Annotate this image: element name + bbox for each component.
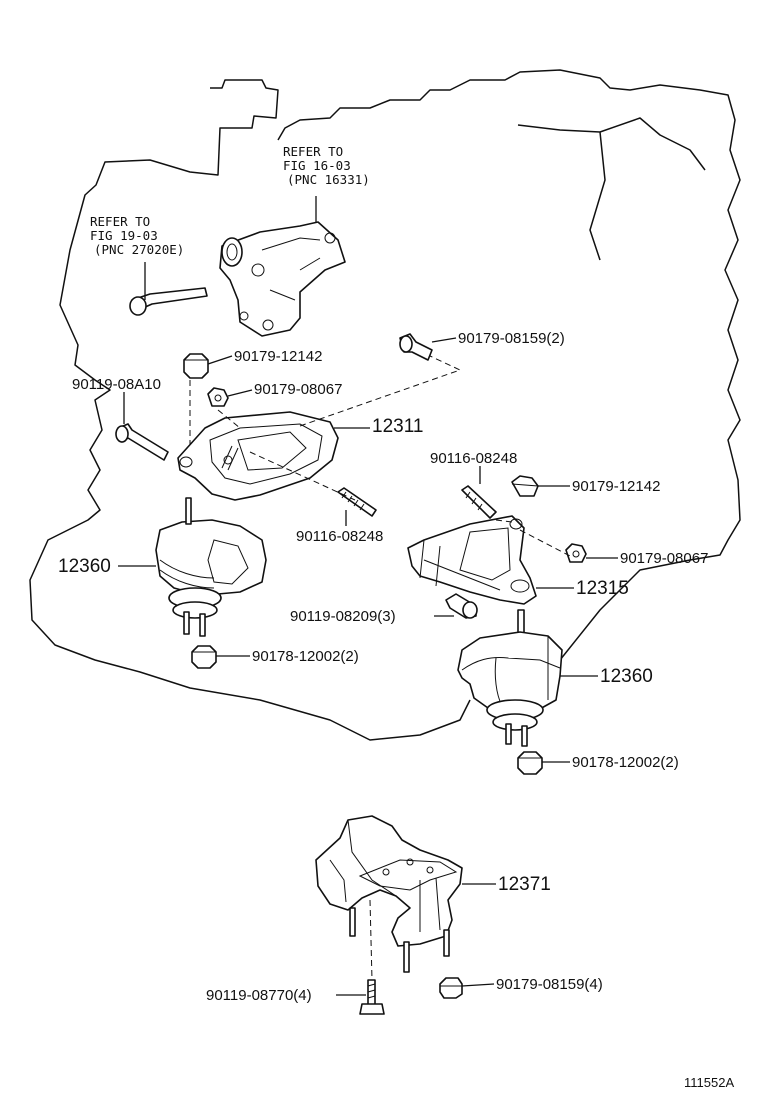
nut-90178-12002-left bbox=[191, 645, 217, 669]
leader-90179-08067-a bbox=[227, 389, 253, 397]
label-90179-08067-b: 90179-08067 bbox=[620, 550, 708, 567]
label-12311: 12311 bbox=[372, 416, 423, 437]
ref1-line1: REFER TO bbox=[283, 144, 343, 159]
engine-block-inner-edge bbox=[517, 117, 706, 261]
label-90116-08248-b: 90116-08248 bbox=[430, 450, 517, 467]
guide-line-e bbox=[519, 529, 571, 557]
bolt-90119-08770 bbox=[359, 979, 385, 1015]
label-12371: 12371 bbox=[498, 874, 551, 895]
guide-line-c bbox=[299, 355, 462, 427]
leader-90179-08159-4 bbox=[461, 983, 495, 987]
engine-block-outline bbox=[29, 69, 741, 741]
label-90119-08A10: 90119-08A10 bbox=[72, 376, 161, 393]
label-90179-08159-4: 90179-08159(4) bbox=[496, 976, 603, 993]
label-90119-08770-4: 90119-08770(4) bbox=[206, 987, 312, 1004]
bolt-90179-08159-top bbox=[399, 333, 433, 361]
label-90119-08209-3: 90119-08209(3) bbox=[290, 608, 396, 625]
leader-90179-08159-2 bbox=[431, 337, 457, 343]
stud-90116-08248-upper bbox=[461, 485, 497, 519]
guide-line-b bbox=[217, 409, 241, 429]
label-90116-08248-a: 90116-08248 bbox=[296, 528, 383, 545]
engine-mount-12360-left bbox=[155, 497, 267, 637]
label-12315: 12315 bbox=[576, 578, 629, 599]
label-90178-12002-2b: 90178-12002(2) bbox=[572, 754, 679, 771]
ref1-line3: (PNC 16331) bbox=[287, 172, 370, 187]
bracket-12315 bbox=[407, 515, 537, 605]
ref2-line3: (PNC 27020E) bbox=[94, 242, 184, 257]
guide-line-f bbox=[495, 519, 513, 523]
ref1-line2: FIG 16-03 bbox=[283, 158, 351, 173]
nut-90179-12142-top bbox=[183, 353, 209, 379]
label-90179-12142-b: 90179-12142 bbox=[572, 478, 660, 495]
transmission-mount-12371 bbox=[315, 815, 463, 973]
water-inlet-housing bbox=[219, 221, 346, 337]
bracket-12311 bbox=[177, 411, 339, 501]
nut-90179-08067-top bbox=[207, 387, 229, 407]
stud-90116-08248-lower bbox=[337, 487, 377, 517]
label-12360-a: 12360 bbox=[58, 556, 111, 577]
guide-line-g bbox=[369, 899, 373, 981]
nut-90179-12142-right bbox=[511, 475, 539, 497]
leader-90179-12142-a bbox=[207, 355, 233, 365]
nut-90179-08067-right bbox=[565, 543, 587, 563]
figure-code: 111552A bbox=[684, 1075, 734, 1090]
label-90179-08067-a: 90179-08067 bbox=[254, 381, 342, 398]
ref2-line2: FIG 19-03 bbox=[90, 228, 158, 243]
label-90178-12002-2a: 90178-12002(2) bbox=[252, 648, 359, 665]
label-12360-b: 12360 bbox=[600, 666, 653, 687]
label-90179-12142-a: 90179-12142 bbox=[234, 348, 322, 365]
ref2-line1: REFER TO bbox=[90, 214, 150, 229]
label-90179-08159-2: 90179-08159(2) bbox=[458, 330, 565, 347]
engine-mount-12360-right bbox=[457, 609, 563, 747]
bolt-90119-08A10 bbox=[115, 423, 169, 461]
nut-90178-12002-right bbox=[517, 751, 543, 775]
bolt-90119-08209 bbox=[445, 593, 478, 619]
nut-90179-08159-bottom bbox=[439, 977, 463, 999]
long-bolt-ref bbox=[129, 287, 208, 316]
